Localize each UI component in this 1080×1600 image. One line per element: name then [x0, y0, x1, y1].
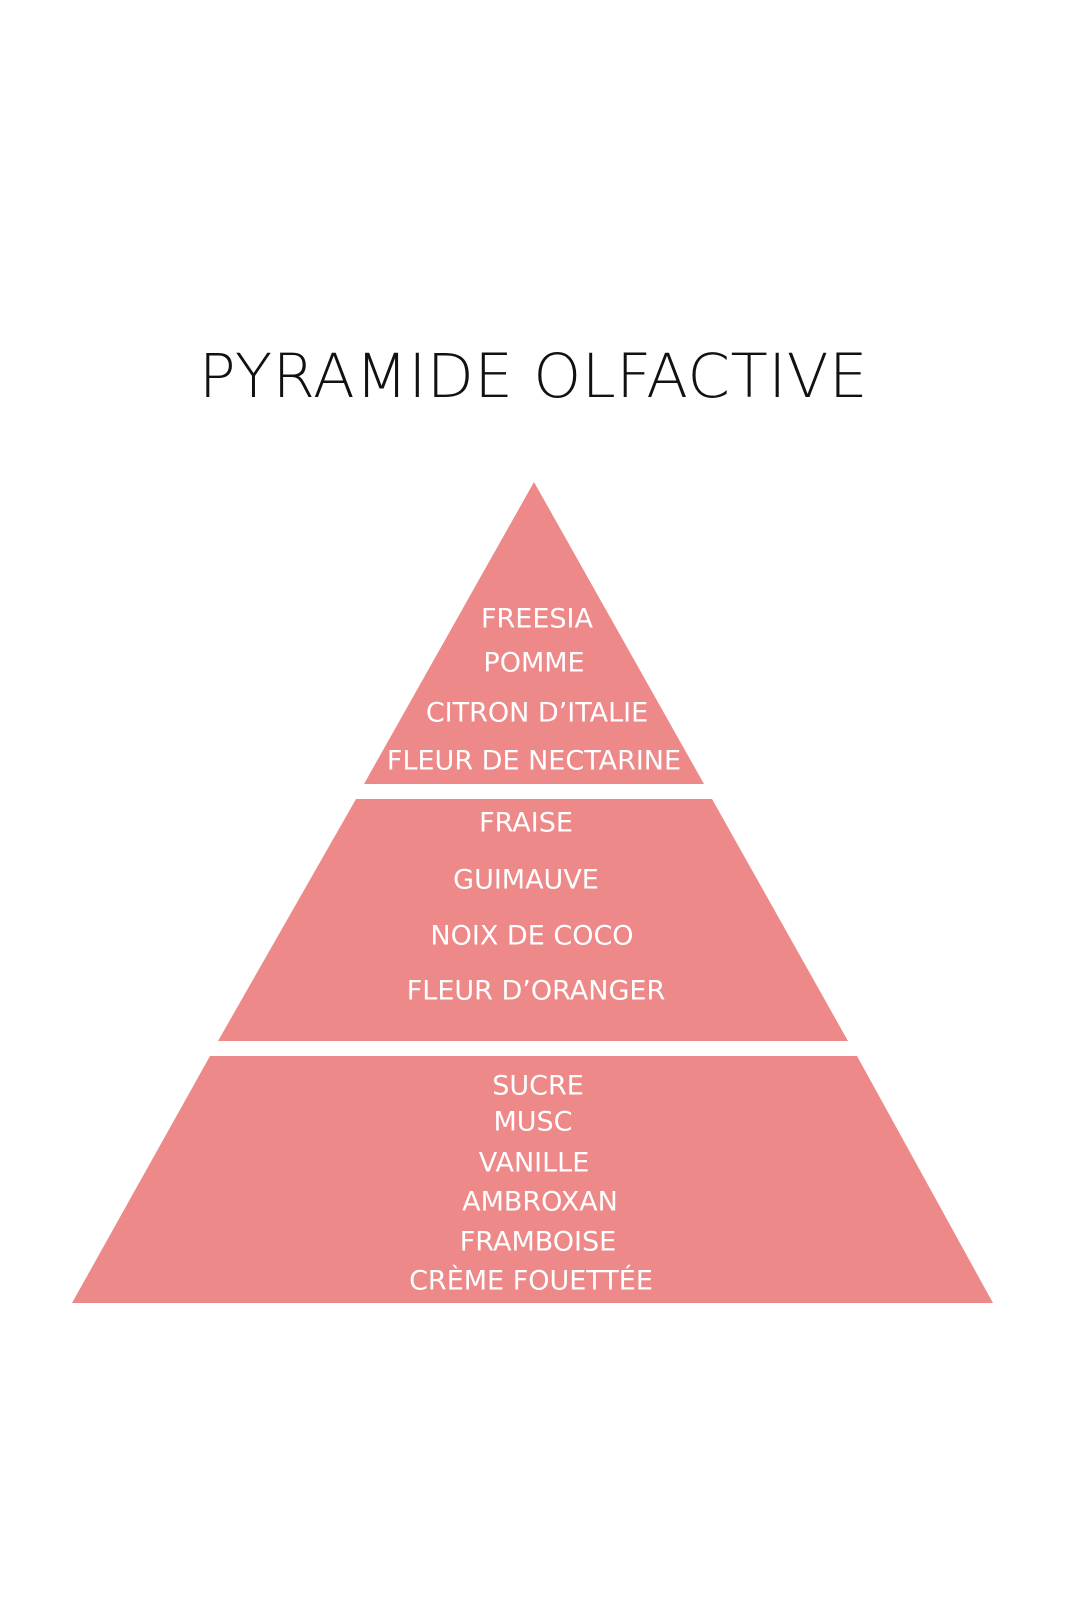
- base-note: MUSC: [493, 1107, 572, 1138]
- base-note: FRAMBOISE: [460, 1227, 616, 1258]
- top-note: FLEUR DE NECTARINE: [387, 746, 681, 777]
- page-title: PYRAMIDE OLFACTIVE: [198, 341, 869, 412]
- heart-note: FRAISE: [479, 808, 573, 839]
- top-note: CITRON D’ITALIE: [426, 698, 648, 729]
- pyramid-tier-base: [72, 1056, 993, 1303]
- heart-note: FLEUR D’ORANGER: [407, 976, 665, 1007]
- top-note: POMME: [483, 648, 584, 679]
- base-note: VANILLE: [479, 1148, 590, 1179]
- heart-note: NOIX DE COCO: [430, 921, 633, 952]
- base-note: CRÈME FOUETTÉE: [409, 1265, 653, 1297]
- pyramid-tier-top: [364, 482, 704, 784]
- heart-note: GUIMAUVE: [453, 865, 599, 896]
- top-note: FREESIA: [481, 604, 594, 635]
- base-note: SUCRE: [492, 1071, 584, 1102]
- pyramid-tier-middle: [218, 799, 848, 1041]
- base-note: AMBROXAN: [462, 1187, 618, 1218]
